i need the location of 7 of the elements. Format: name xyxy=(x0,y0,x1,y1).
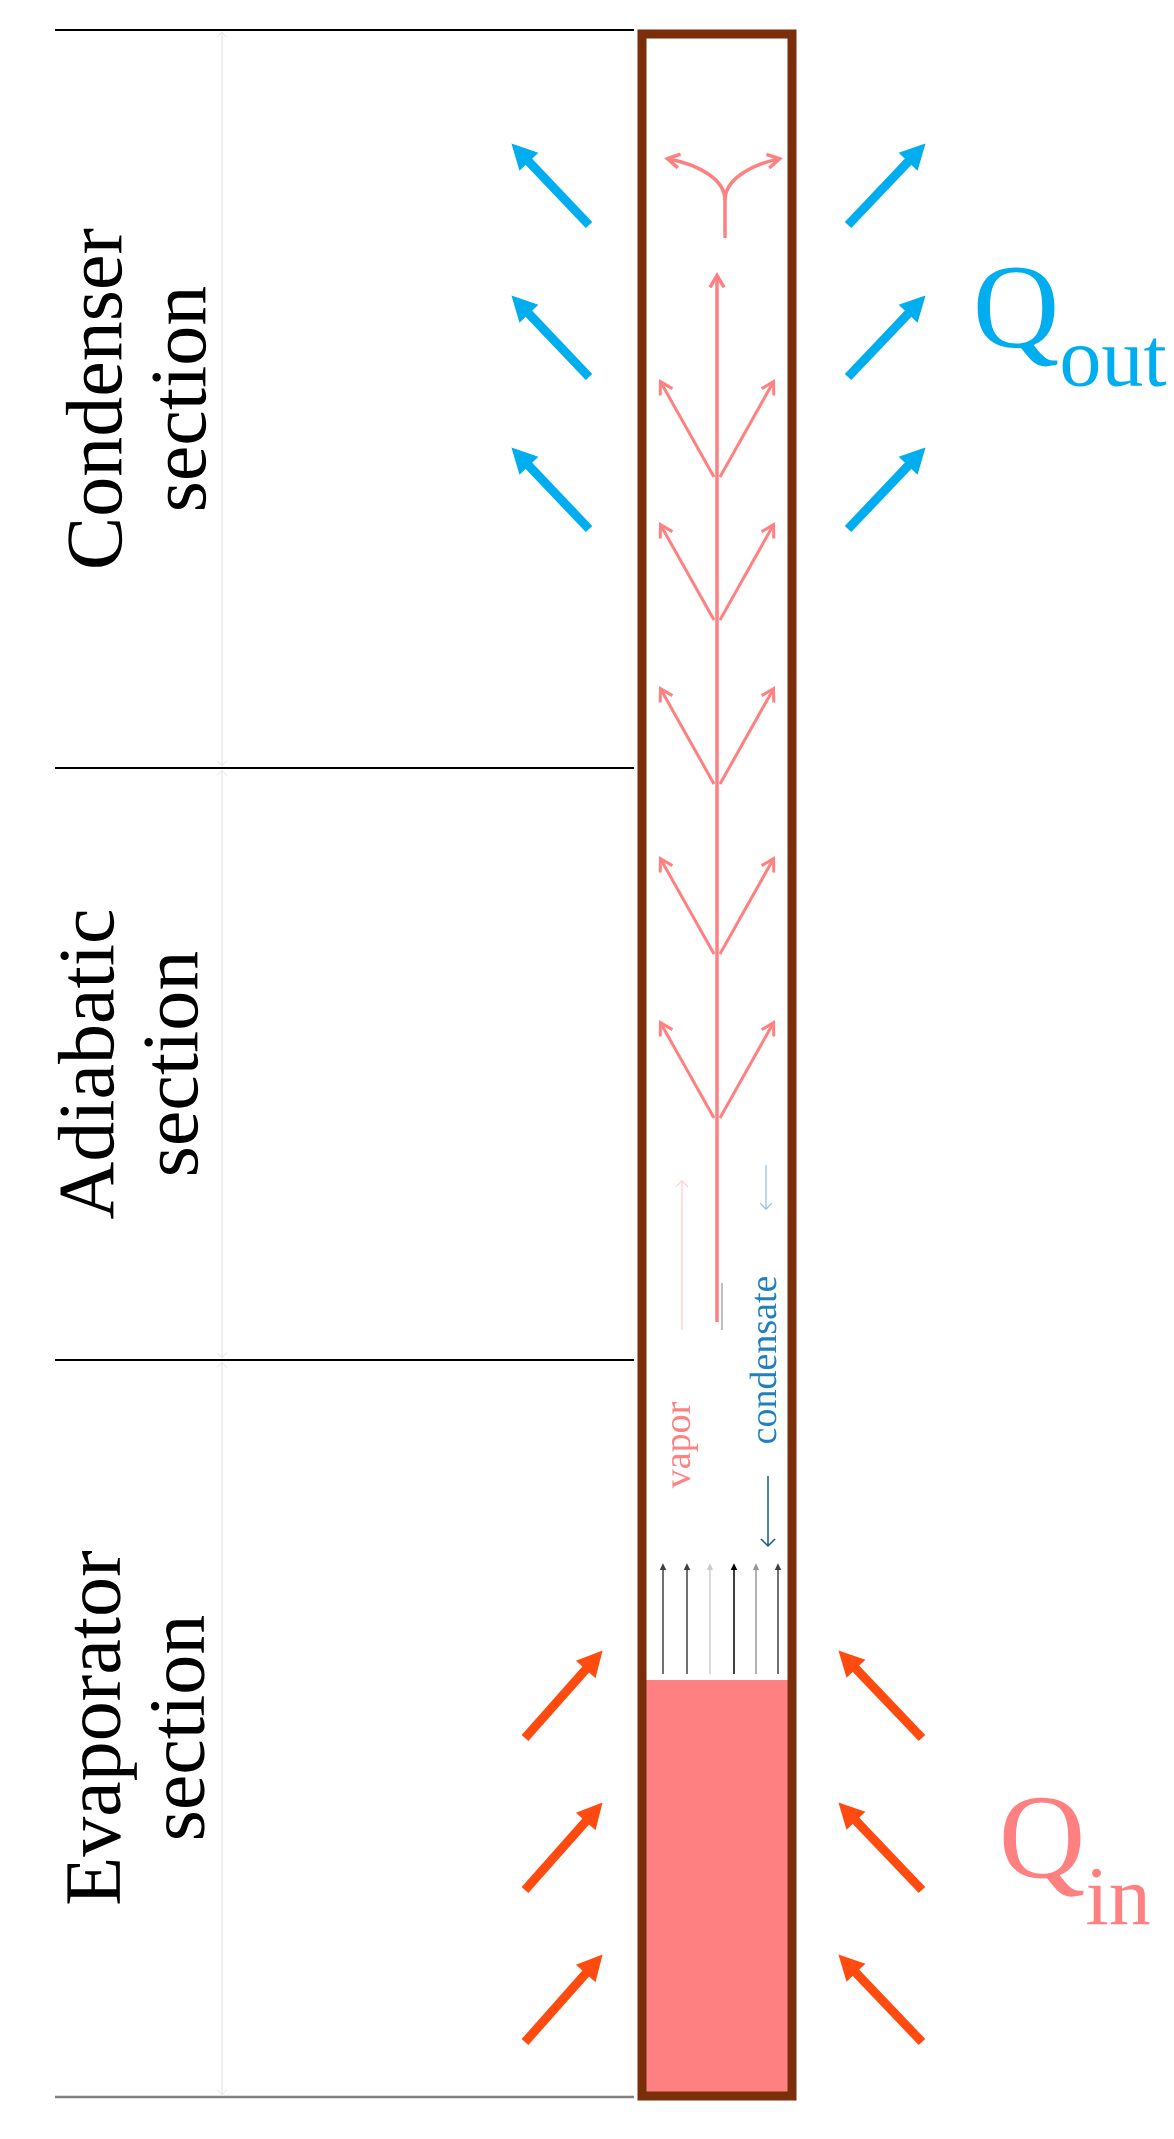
flow-label: vapor xyxy=(672,1402,698,1489)
heat-label: Q$_{in}$ xyxy=(1003,1797,1150,1925)
section-label: Adiabatic section xyxy=(57,910,199,1219)
flow-label: condensate xyxy=(749,1276,777,1443)
section-label: Condenser section xyxy=(65,228,207,567)
section-label: Evaporator section xyxy=(67,1551,205,1904)
heat-label: Q$_{out}$ xyxy=(977,267,1167,387)
